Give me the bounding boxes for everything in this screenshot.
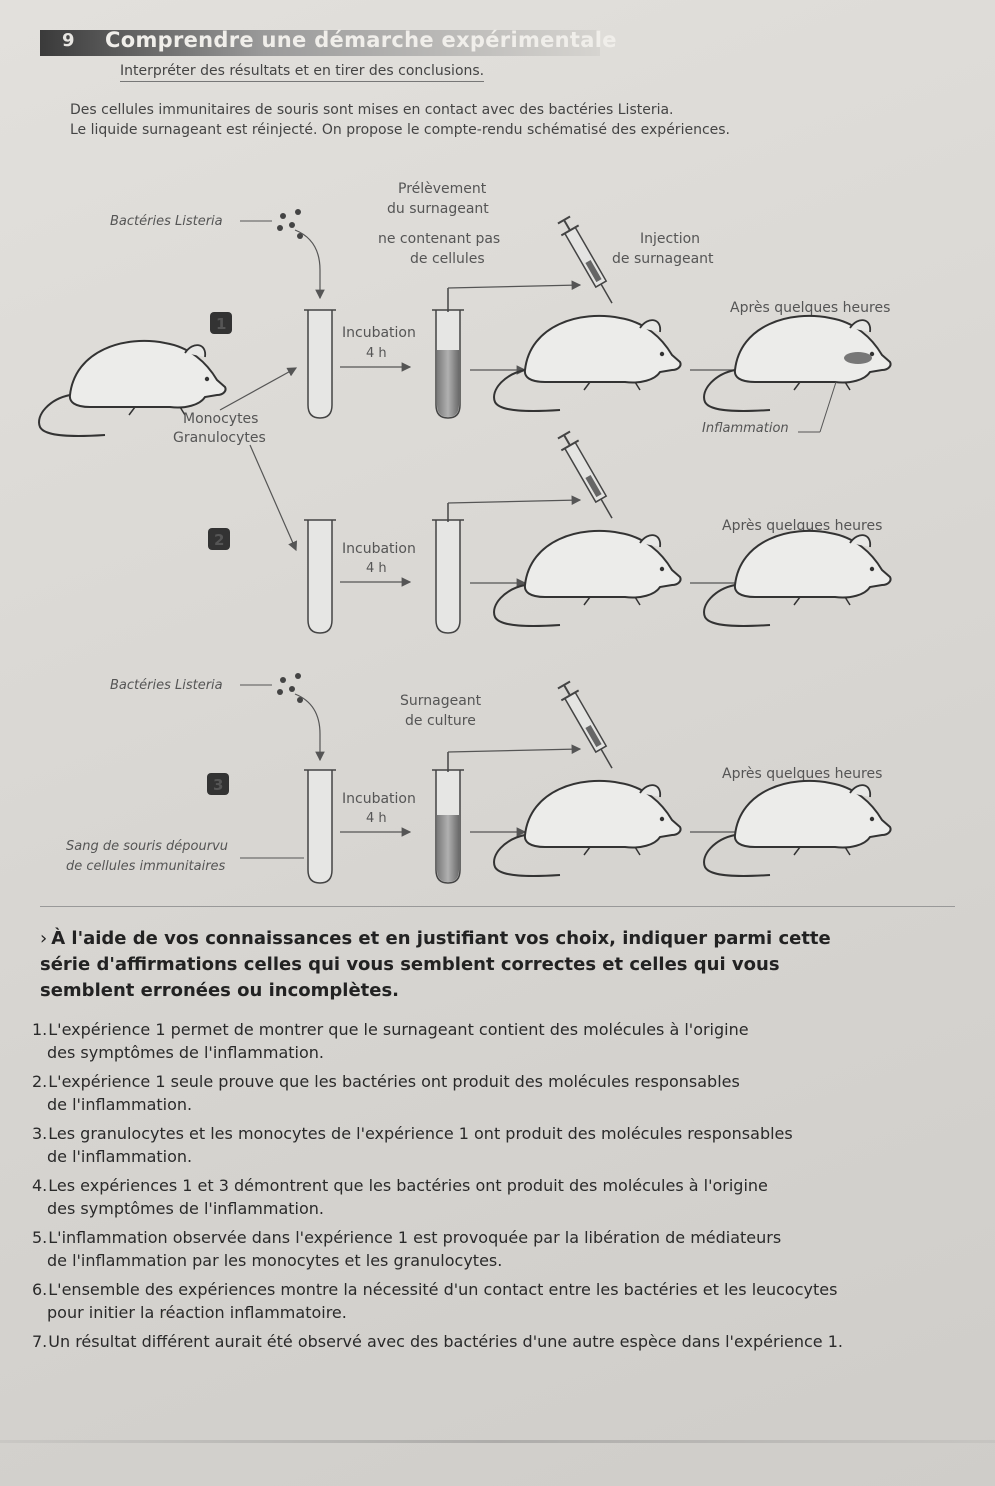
statement-item: 5.L'inflammation observée dans l'expérie… [32, 1228, 782, 1270]
test-tube-3 [307, 520, 333, 634]
svg-text:3: 3 [213, 776, 223, 794]
intro-line-2: Le liquide surnageant est réinjecté. On … [70, 122, 730, 138]
experiment-number-badge-2 [208, 528, 230, 550]
result-mouse-2 [703, 529, 892, 628]
exercise-number: 9 [62, 30, 75, 51]
result-mouse-3 [703, 779, 892, 878]
bacteria-dots-3 [277, 673, 303, 703]
question-line-3: semblent erronées ou incomplètes. [40, 980, 400, 1001]
syringe-1 [554, 213, 622, 310]
statements-list: 1.L'expérience 1 permet de montrer que l… [32, 1018, 972, 1359]
experiment-1: Bactéries Listeria 1 Monocytes Granulocy… [38, 181, 892, 446]
experiment-number-badge-3 [207, 773, 229, 795]
sampling-label-line-4: de cellules [410, 251, 485, 267]
injected-mouse-2 [493, 529, 682, 628]
intro-line-1: Des cellules immunitaires de souris sont… [70, 102, 674, 118]
statement-item: 7.Un résultat différent aurait été obser… [32, 1332, 843, 1351]
incubation-label-3: Incubation [342, 791, 416, 807]
incubation-label-2: Incubation [342, 541, 416, 557]
test-tube-4 [435, 520, 461, 634]
experiment-3: Bactéries Listeria 3 Sang de souris dépo… [66, 673, 892, 884]
page-bottom-edge [0, 1440, 995, 1443]
duration-label-2: 4 h [366, 561, 387, 576]
supernatant-liquid-1 [437, 350, 459, 417]
bacteria-label-1: Bactéries Listeria [110, 214, 223, 229]
statement-item: 4.Les expériences 1 et 3 démontrent que … [32, 1176, 768, 1218]
cells-label-monocytes: Monocytes [183, 411, 258, 427]
question-text: ›À l'aide de vos connaissances et en jus… [40, 926, 940, 1004]
section-divider [40, 906, 955, 907]
duration-label-3: 4 h [366, 811, 387, 826]
after-hours-label-2: Après quelques heures [722, 518, 882, 534]
after-hours-label-1: Après quelques heures [730, 300, 890, 316]
test-tube-1 [307, 310, 333, 419]
experiment-number-badge-1 [210, 312, 232, 334]
intro-text: Des cellules immunitaires de souris sont… [70, 100, 950, 140]
incubation-label-1: Incubation [342, 325, 416, 341]
exercise-subtitle: Interpréter des résultats et en tirer de… [120, 63, 485, 82]
bacteria-dots-1 [277, 209, 303, 239]
question-line-2: série d'affirmations celles qui vous sem… [40, 954, 780, 975]
duration-label-1: 4 h [366, 346, 387, 361]
sampling-label-line-1: Prélèvement [398, 181, 487, 197]
exercise-title: Comprendre une démarche expérimentale [105, 28, 617, 52]
question-line-1: À l'aide de vos connaissances et en just… [51, 928, 831, 949]
blood-label-line-2: de cellules immunitaires [66, 859, 226, 874]
statement-item: 6.L'ensemble des expériences montre la n… [32, 1280, 838, 1322]
svg-text:2: 2 [214, 531, 224, 549]
injected-mouse-1 [493, 314, 682, 413]
statement-item: 3.Les granulocytes et les monocytes de l… [32, 1124, 793, 1166]
supernatant-liquid-3 [437, 815, 459, 882]
experiment-2: 2 Incubation 4 h Après quelques heures [208, 428, 892, 634]
blood-label-line-1: Sang de souris dépourvu [66, 839, 228, 854]
supernatant-label-line-1: Surnageant [400, 693, 482, 709]
exercise-header-bar [40, 30, 600, 56]
supernatant-label-line-2: de culture [405, 713, 476, 729]
svg-text:1: 1 [216, 315, 226, 333]
bacteria-label-3: Bactéries Listeria [110, 678, 223, 693]
syringe-3 [554, 678, 622, 775]
injected-mouse-3 [493, 779, 682, 878]
statement-item: 2.L'expérience 1 seule prouve que les ba… [32, 1072, 740, 1114]
injection-label-line-2: de surnageant [612, 251, 714, 267]
inflammation-spot [844, 352, 872, 364]
statement-item: 1.L'expérience 1 permet de montrer que l… [32, 1020, 749, 1062]
experiment-diagram: Bactéries Listeria 1 Monocytes Granulocy… [38, 181, 892, 884]
test-tube-5 [307, 770, 333, 884]
inflammation-label: Inflammation [702, 421, 789, 436]
question-bullet: › [40, 928, 48, 949]
sampling-label-line-3: ne contenant pas [378, 231, 500, 247]
syringe-2 [554, 428, 622, 525]
injection-label-line-1: Injection [640, 231, 700, 247]
after-hours-label-3: Après quelques heures [722, 766, 882, 782]
cells-label-granulocytes: Granulocytes [173, 430, 266, 446]
sampling-label-line-2: du surnageant [387, 201, 489, 217]
